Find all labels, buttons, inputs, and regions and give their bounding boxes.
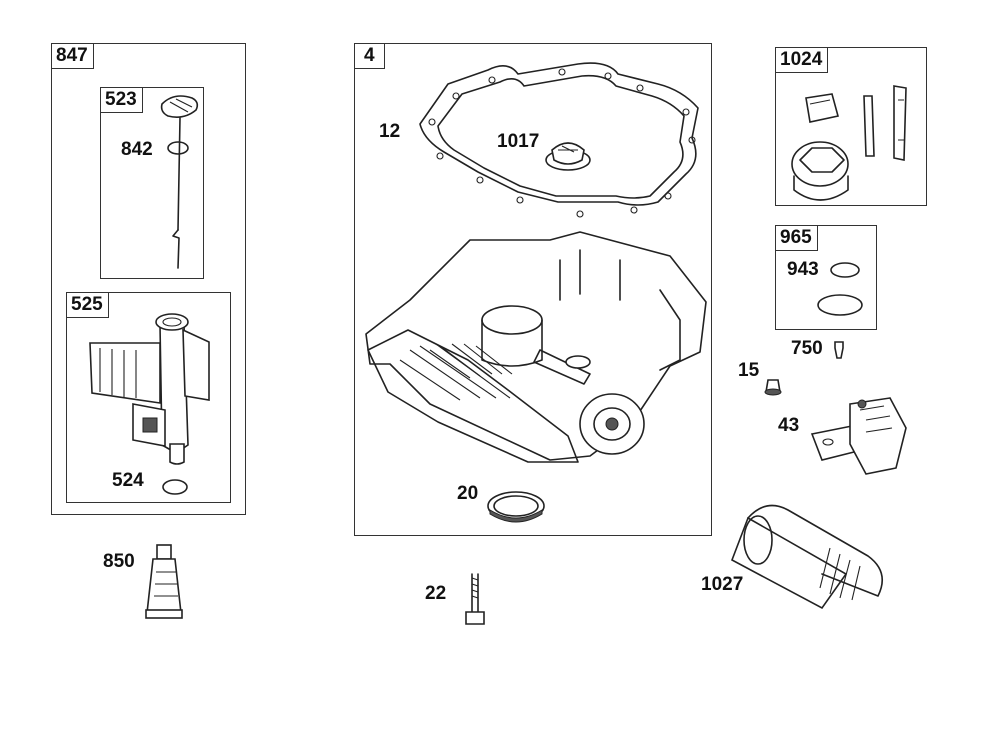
- callout-20[interactable]: 20: [457, 483, 479, 504]
- callout-842[interactable]: 842: [121, 139, 153, 160]
- plug-15[interactable]: [764, 379, 782, 396]
- switch-bracket-43[interactable]: [810, 397, 907, 475]
- filter-adapter-1017[interactable]: [545, 142, 591, 171]
- kit-4-tag[interactable]: 4: [355, 44, 385, 69]
- dipstick-part[interactable]: [160, 95, 199, 269]
- filter-adapter-kit-parts[interactable]: [791, 85, 907, 201]
- kit-847-tag[interactable]: 847: [52, 44, 94, 69]
- cover-965[interactable]: [817, 294, 863, 316]
- screw-750[interactable]: [834, 341, 844, 359]
- callout-43[interactable]: 43: [778, 415, 800, 436]
- kit-525-tag[interactable]: 525: [67, 293, 109, 318]
- bolt-part[interactable]: [465, 573, 485, 625]
- kit-4-box: 4: [354, 43, 712, 536]
- callout-524[interactable]: 524: [112, 470, 144, 491]
- kit-525-box: 525: [66, 292, 231, 503]
- oil-filter-part[interactable]: [731, 504, 884, 610]
- crankcase-sump-part[interactable]: [365, 231, 707, 463]
- callout-15[interactable]: 15: [738, 360, 760, 381]
- callout-1027[interactable]: 1027: [701, 574, 744, 595]
- kit-965-box: 965: [775, 225, 877, 330]
- kit-847-box: 847: [51, 43, 246, 515]
- callout-750[interactable]: 750: [791, 338, 823, 359]
- kit-965-tag[interactable]: 965: [776, 226, 818, 251]
- sealant-tube-part[interactable]: [145, 544, 183, 619]
- oil-seal-part[interactable]: [487, 491, 545, 523]
- callout-1017[interactable]: 1017: [497, 131, 540, 152]
- kit-1024-box: 1024: [775, 47, 927, 206]
- callout-850[interactable]: 850: [103, 551, 135, 572]
- o-ring-943[interactable]: [830, 262, 860, 278]
- callout-22[interactable]: 22: [425, 583, 447, 604]
- kit-1024-tag[interactable]: 1024: [776, 48, 829, 73]
- o-ring-842[interactable]: [167, 141, 189, 155]
- gasket-part[interactable]: [419, 62, 699, 218]
- o-ring-524[interactable]: [162, 479, 188, 495]
- kit-523-tag[interactable]: 523: [101, 88, 143, 113]
- callout-12[interactable]: 12: [379, 121, 401, 142]
- dipstick-tube-part[interactable]: [89, 313, 210, 465]
- callout-943[interactable]: 943: [787, 259, 819, 280]
- kit-523-box: 523: [100, 87, 204, 279]
